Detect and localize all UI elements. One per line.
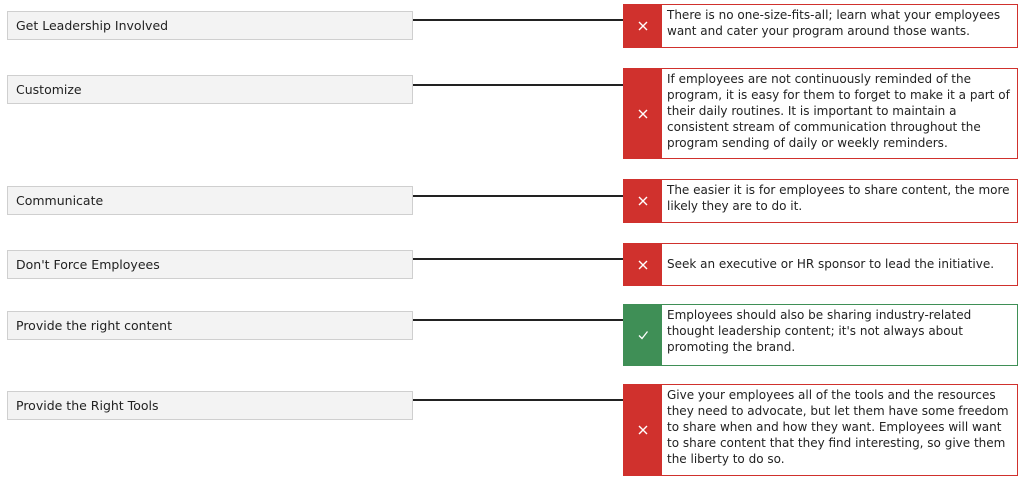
- prompt-label: Get Leadership Involved: [16, 18, 169, 33]
- prompt-label: Provide the right content: [16, 318, 172, 333]
- prompt-item-6[interactable]: Provide the Right Tools: [7, 391, 413, 420]
- prompt-item-2[interactable]: Customize: [7, 75, 413, 104]
- response-item-4[interactable]: Seek an executive or HR sponsor to lead …: [623, 243, 1018, 286]
- status-indicator-incorrect: [624, 385, 662, 475]
- close-icon: [638, 196, 648, 206]
- response-text: Employees should also be sharing industr…: [667, 308, 972, 354]
- response-text: Seek an executive or HR sponsor to lead …: [667, 257, 995, 271]
- response-item-5[interactable]: Employees should also be sharing industr…: [623, 304, 1018, 366]
- prompt-item-3[interactable]: Communicate: [7, 186, 413, 215]
- prompt-item-5[interactable]: Provide the right content: [7, 311, 413, 340]
- prompt-label: Communicate: [16, 193, 104, 208]
- status-indicator-incorrect: [624, 5, 662, 47]
- connector-line-6: [413, 399, 625, 401]
- response-item-6[interactable]: Give your employees all of the tools and…: [623, 384, 1018, 476]
- response-text: There is no one-size-fits-all; learn wha…: [667, 8, 1001, 38]
- connector-line-1: [413, 19, 625, 21]
- response-item-3[interactable]: The easier it is for employees to share …: [623, 179, 1018, 223]
- prompt-item-1[interactable]: Get Leadership Involved: [7, 11, 413, 40]
- prompt-item-4[interactable]: Don't Force Employees: [7, 250, 413, 279]
- response-text: Give your employees all of the tools and…: [667, 388, 1009, 466]
- check-icon: [638, 331, 648, 340]
- status-indicator-incorrect: [624, 180, 662, 222]
- connector-line-2: [413, 84, 625, 86]
- close-icon: [638, 260, 648, 269]
- response-text: If employees are not continuously remind…: [667, 72, 1010, 150]
- close-icon: [638, 21, 648, 31]
- status-indicator-correct: [624, 305, 662, 365]
- response-text: The easier it is for employees to share …: [667, 183, 1010, 213]
- prompt-label: Customize: [16, 82, 82, 97]
- status-indicator-incorrect: [624, 69, 662, 158]
- connector-line-4: [413, 258, 625, 260]
- close-icon: [638, 425, 648, 435]
- prompt-label: Don't Force Employees: [16, 257, 160, 272]
- prompt-label: Provide the Right Tools: [16, 398, 159, 413]
- close-icon: [638, 109, 648, 118]
- status-indicator-incorrect: [624, 244, 662, 285]
- connector-line-5: [413, 319, 625, 321]
- response-item-2[interactable]: If employees are not continuously remind…: [623, 68, 1018, 159]
- response-item-1[interactable]: There is no one-size-fits-all; learn wha…: [623, 4, 1018, 48]
- connector-line-3: [413, 195, 625, 197]
